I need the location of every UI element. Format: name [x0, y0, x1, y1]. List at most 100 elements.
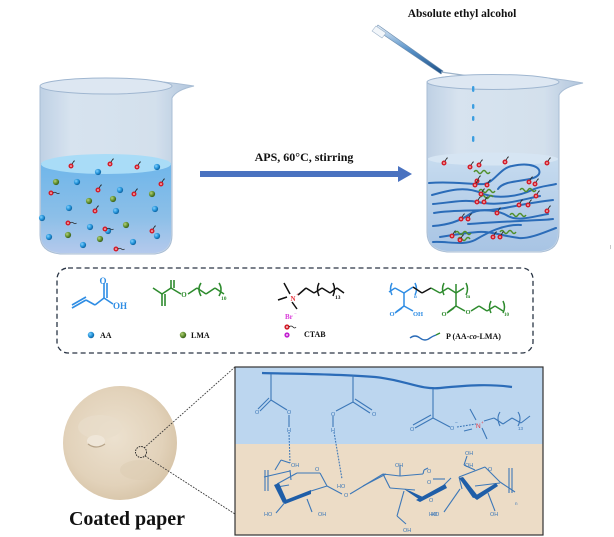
- mid-hydrogen: H: [331, 428, 335, 434]
- cellulose-oh: OH: [465, 463, 473, 469]
- right-carbonyl-o: O: [410, 427, 415, 433]
- ring-oxygen: O: [429, 498, 434, 504]
- aa-monomer-particle: [38, 214, 46, 222]
- copolymer-chain-icon-tail: [435, 332, 441, 336]
- cellulose-oh: HO: [431, 512, 440, 518]
- ctab-structure: [277, 282, 345, 310]
- ctab-plus-charge: +: [296, 293, 299, 298]
- aa-structure: [71, 283, 114, 309]
- left-hydroxyl-o: O: [287, 410, 292, 416]
- cellulose-oh: OH: [465, 451, 473, 457]
- left-hydrogen: H: [287, 428, 291, 434]
- lma-monomer-particle: [52, 178, 60, 186]
- reagent-legend: O OH AA O 10 LMA: [56, 267, 534, 354]
- ctab-micelle-particle: [544, 205, 551, 214]
- ctab-particle-icon: [284, 324, 297, 330]
- lma-monomer-particle: [109, 195, 117, 203]
- ctab-micelle-particle: [544, 157, 551, 166]
- ctab-micelle-particle: [532, 178, 539, 187]
- ethanol-drops: [472, 86, 475, 142]
- ctab-repeat-subscript: 13: [335, 295, 341, 301]
- ctab-micelle-particle: [113, 246, 125, 252]
- ctab-micelle-particle: [68, 160, 75, 169]
- ctab-micelle-particle: [458, 213, 465, 222]
- magnified-region-marker: [135, 446, 147, 458]
- bromide-ion-icon: [284, 332, 290, 338]
- glycosidic-oxygen: O: [427, 480, 432, 486]
- copolymer-hydroxyl: OH: [413, 311, 423, 318]
- copolymer-label-suffix: -LMA): [477, 332, 501, 341]
- copolymer-chain-icon: [409, 334, 437, 341]
- lma-repeat-subscript: 10: [221, 296, 227, 302]
- ring-oxygen: O: [315, 467, 320, 473]
- paper-bubble: [87, 435, 105, 447]
- aa-monomer-particle: [65, 204, 73, 212]
- mid-carbonyl-o: O: [372, 412, 377, 418]
- ctab-micelle-particle: [476, 159, 483, 168]
- ctab-micelle-particle: [516, 199, 523, 208]
- liquid-body: [41, 163, 171, 253]
- arrow-shaft: [200, 171, 400, 177]
- coated-paper-photo: Coated paper: [63, 366, 236, 530]
- beaker-monomer-mixture: [38, 77, 195, 255]
- ring-oxygen: O: [427, 469, 432, 475]
- liquid-surface: [41, 154, 171, 174]
- cellulose-oh: HO: [429, 512, 438, 518]
- ctab-bromide: Br: [285, 313, 293, 321]
- aa-monomer-particle: [153, 232, 161, 240]
- ctab-micelle-particle: [48, 190, 60, 196]
- ctab-micelle-particle: [484, 179, 491, 188]
- reaction-arrow: APS, 60°C, stirring: [200, 150, 412, 182]
- ctab-minus-charge: −: [294, 312, 297, 317]
- lma-ester-o: O: [181, 291, 187, 299]
- copolymer-ester-o: O: [465, 309, 470, 316]
- ctab-micelle-particle: [107, 158, 114, 167]
- ctab-micelle-particle: [467, 161, 474, 170]
- cellulose-oh: OH: [395, 463, 403, 469]
- copolymer-label: P (AA-co-LMA): [446, 332, 501, 341]
- copolymer-ester-carbonyl-o: O: [441, 311, 446, 318]
- interface-nitrogen: N: [476, 423, 481, 430]
- lma-monomer-particle: [64, 231, 72, 239]
- pipette-icon: [371, 24, 470, 77]
- ctab-micelle-particle: [149, 225, 156, 234]
- cellulose-oh: HO: [264, 512, 273, 518]
- aa-monomer-particle: [151, 205, 159, 213]
- beaker-rim: [39, 77, 173, 95]
- aa-monomer-particle: [116, 186, 124, 194]
- copolymer-label-prefix: P (AA-: [446, 332, 470, 341]
- ctab-micelle-particle: [478, 188, 485, 197]
- copolymer-linker: [412, 286, 423, 294]
- aa-hydroxyl-label: OH: [113, 301, 127, 311]
- paper-disc: [63, 386, 177, 500]
- lma-structure: [152, 280, 225, 306]
- ctab-micelle-particle: [134, 161, 141, 170]
- left-carbonyl-o: O: [255, 410, 260, 416]
- lma-label: LMA: [191, 331, 210, 340]
- copolymer-lma-unit: [430, 282, 506, 314]
- beaker-polymer-emulsion: [426, 74, 584, 253]
- cellulose-oh: OH: [291, 463, 299, 469]
- ctab-micelle-particle: [457, 234, 464, 243]
- cellulose-oh: OH: [403, 528, 411, 534]
- cellulose-oh: OH: [318, 512, 326, 518]
- mid-hydroxyl-o: O: [331, 412, 336, 418]
- ctab-micelle-particle: [526, 176, 533, 185]
- interface-mechanism-panel: O O H O O H O O − 13 N + OH OH HO OH HO …: [234, 366, 544, 536]
- ctab-micelle-particle: [497, 231, 504, 240]
- aa-monomer-particle: [153, 163, 161, 171]
- beaker-rim: [426, 74, 560, 90]
- aa-monomer-particle: [73, 178, 81, 186]
- aa-monomer-particle: [112, 207, 120, 215]
- cellulose-oh: HO: [337, 484, 346, 490]
- copolymer-label-co: co: [469, 332, 477, 341]
- carboxylate-o: O: [450, 426, 455, 432]
- cellulose-oh: OH: [490, 512, 498, 518]
- stray-mark: [610, 245, 611, 249]
- lma-monomer-particle: [148, 190, 156, 198]
- liquid-surface: [428, 152, 558, 166]
- aa-monomer-particle: [86, 223, 94, 231]
- copolymer-repeat-subscript: 10: [504, 313, 510, 318]
- aa-label: AA: [100, 331, 112, 340]
